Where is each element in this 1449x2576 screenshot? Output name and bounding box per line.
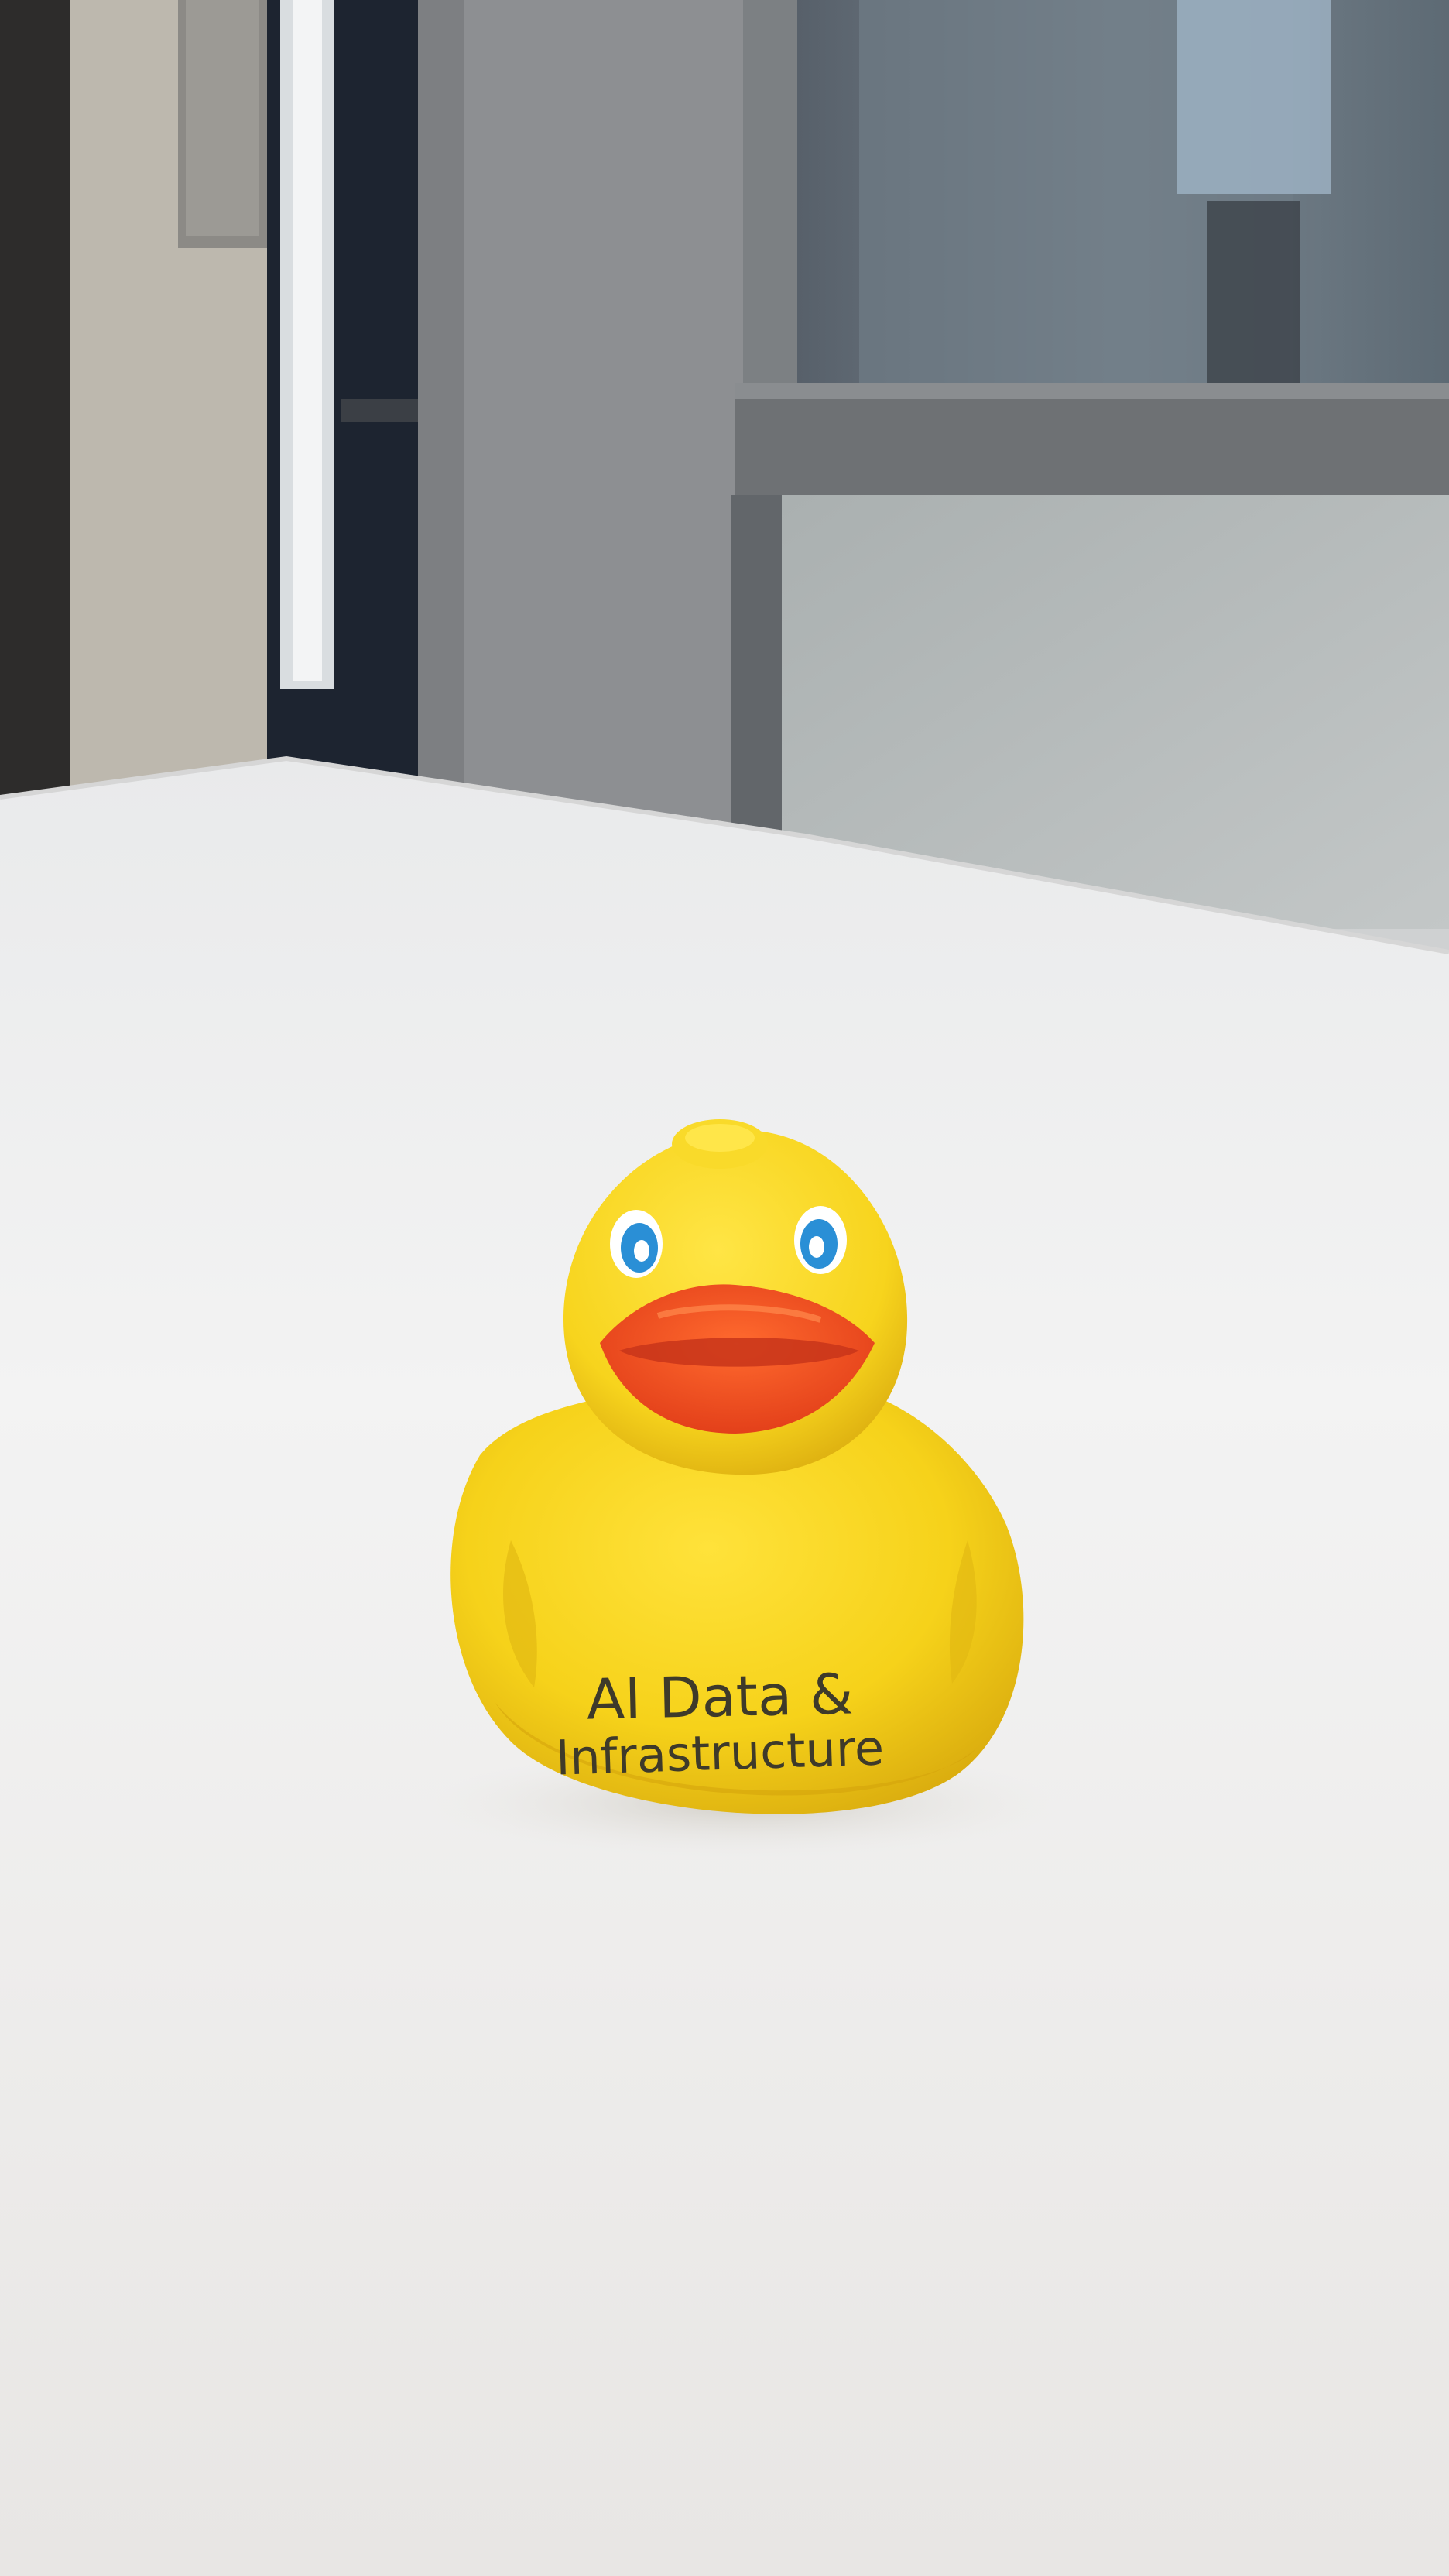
duck-left-wing — [503, 1540, 537, 1687]
duck-left-eye — [610, 1210, 663, 1278]
duck-beak — [600, 1284, 875, 1434]
door-frame — [267, 0, 430, 782]
duck-right-wing — [949, 1540, 977, 1684]
duck-body — [450, 1385, 1024, 1814]
duck-right-eye — [794, 1206, 847, 1274]
glass-partition — [731, 0, 1449, 929]
gray-panel — [418, 0, 743, 820]
rubber-duck — [450, 1119, 1024, 1814]
